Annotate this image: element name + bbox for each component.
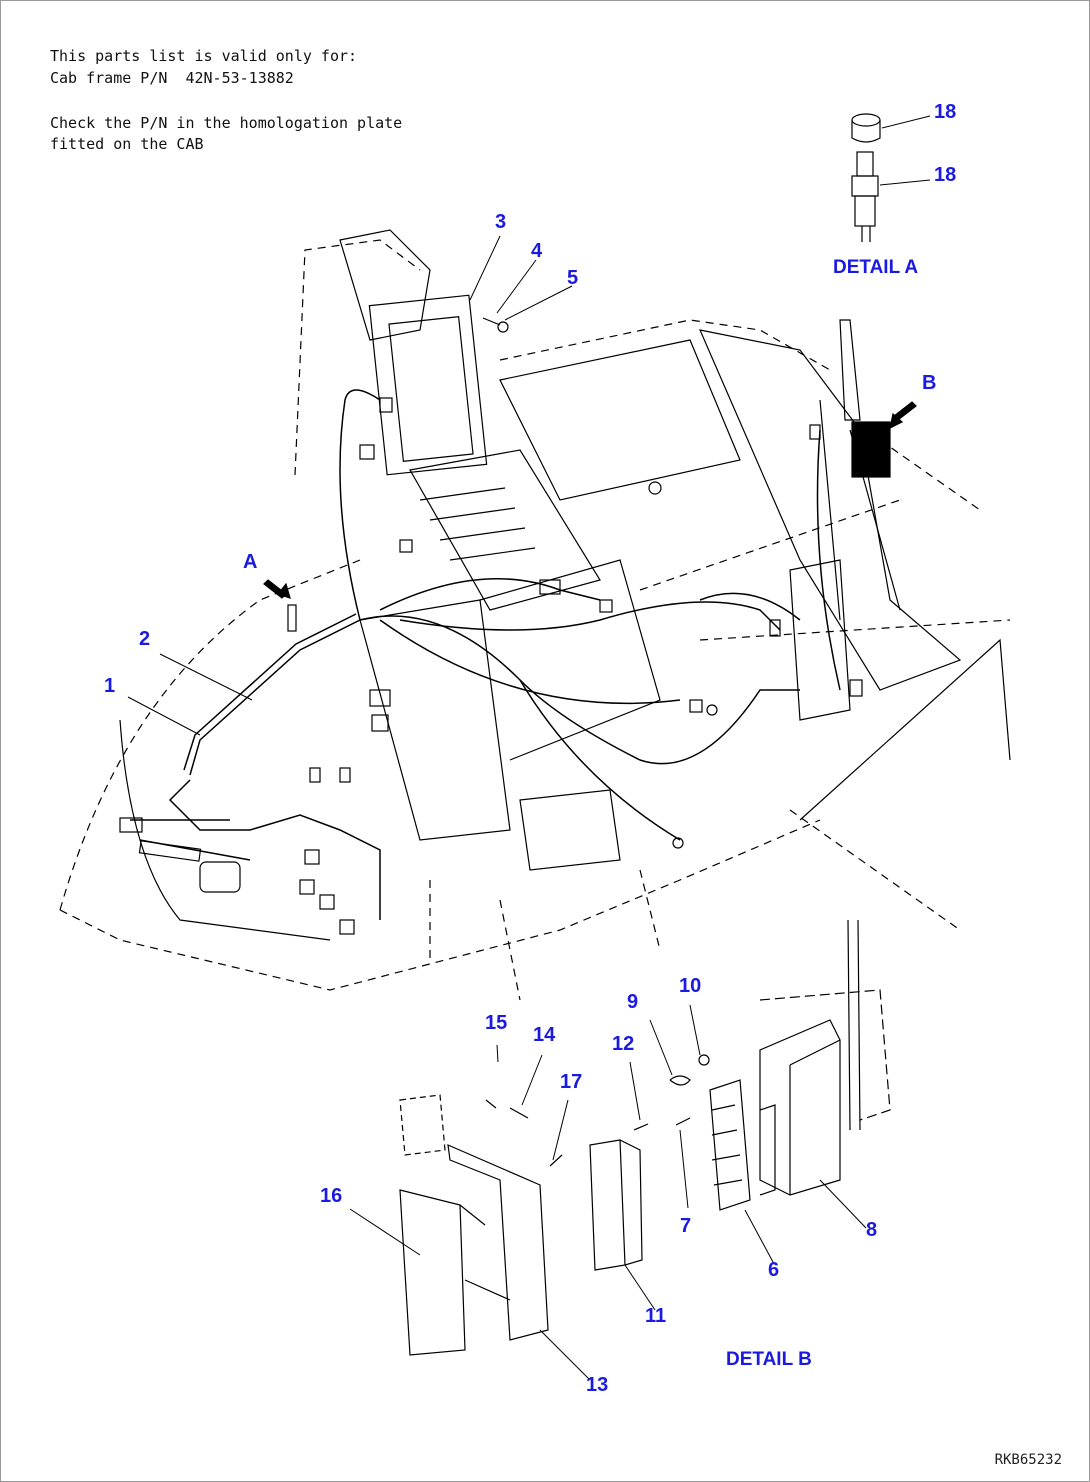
callout-18-top: 18 — [934, 101, 957, 123]
callout-2: 2 — [139, 628, 151, 650]
detail-a-label: DETAIL A — [833, 257, 919, 278]
fuse-box-b — [851, 421, 891, 478]
callout-15: 15 — [485, 1012, 508, 1034]
connectors — [119, 397, 863, 935]
wiring-harness — [130, 389, 841, 920]
view-arrows — [263, 401, 917, 599]
callout-7: 7 — [680, 1215, 692, 1237]
cab-structure — [119, 229, 1011, 941]
callout-5: 5 — [567, 267, 579, 289]
detail-b-label: DETAIL B — [726, 1349, 812, 1370]
callout-14: 14 — [533, 1024, 556, 1046]
validity-note-line-1: This parts list is valid only for: — [50, 47, 358, 65]
homologation-note-line-2: fitted on the CAB — [50, 135, 204, 153]
homologation-note-line-1: Check the P/N in the homologation plate — [50, 114, 403, 132]
cab-outline — [59, 239, 1011, 1001]
callout-10: 10 — [679, 975, 702, 997]
callout-4: 4 — [531, 240, 543, 262]
callout-arrow-a: A — [243, 551, 258, 573]
drawing-code: RKB65232 — [994, 1452, 1062, 1468]
leader-lines — [127, 115, 931, 1381]
callout-6: 6 — [768, 1259, 780, 1281]
callout-13: 13 — [586, 1374, 609, 1396]
callout-12: 12 — [612, 1033, 635, 1055]
callout-11: 11 — [645, 1305, 667, 1327]
callout-8: 8 — [866, 1219, 878, 1241]
detail-b-assembly — [399, 919, 891, 1356]
callout-16: 16 — [320, 1185, 343, 1207]
callout-9: 9 — [627, 991, 639, 1013]
callout-17: 17 — [560, 1071, 583, 1093]
callout-arrow-b: B — [922, 372, 937, 394]
validity-note-line-2: Cab frame P/N 42N-53-13882 — [50, 69, 294, 87]
callout-1: 1 — [104, 675, 116, 697]
callout-3: 3 — [495, 211, 507, 233]
callout-18-bottom: 18 — [934, 164, 957, 186]
bracket-bolt — [482, 317, 509, 333]
detail-a-switch — [851, 113, 881, 242]
